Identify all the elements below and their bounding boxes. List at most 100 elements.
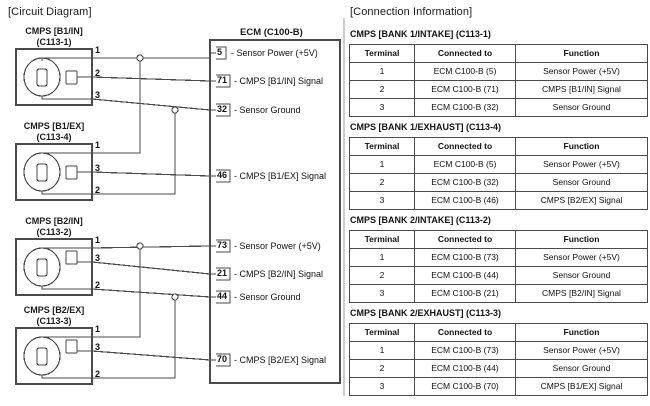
cell-terminal: 2	[349, 359, 415, 378]
cell-function: Sensor Power (+5V)	[515, 341, 648, 360]
table-row: 1 ECM C100-B (73) Sensor Power (+5V)	[349, 248, 648, 267]
table-row: 3 ECM C100-B (70) CMPS [B1/EX] Signal	[349, 377, 648, 396]
cell-terminal: 3	[349, 98, 415, 117]
cell-connectedto: ECM C100-B (5)	[414, 155, 516, 174]
pin-number-b1ex-3: 3	[95, 163, 101, 173]
pin-number-b1ex-2: 2	[95, 185, 101, 195]
column-header-terminal: Terminal	[349, 137, 415, 156]
column-header-connectedto: Connected to	[414, 137, 516, 156]
cell-function: CMPS [B2/EX] Signal	[515, 191, 648, 210]
cell-terminal: 1	[349, 62, 415, 81]
circuit-diagram-title: [Circuit Diagram]	[8, 6, 92, 18]
cell-connectedto: ECM C100-B (44)	[414, 359, 516, 378]
column-header-connectedto: Connected to	[414, 44, 516, 63]
table-row: 3 ECM C100-B (46) CMPS [B2/EX] Signal	[349, 191, 648, 210]
ecm-pin-number-70: 70	[217, 354, 228, 364]
connector-code-b1in: (C113-1)	[36, 37, 72, 47]
table-title-bank2-intake: CMPS [BANK 2/INTAKE] (C113-2)	[350, 215, 491, 225]
connector-symbol-b2ex	[23, 336, 78, 376]
connector-code-b2in: (C113-2)	[36, 227, 72, 237]
cell-connectedto: ECM C100-B (73)	[414, 341, 516, 360]
cell-function: Sensor Power (+5V)	[515, 155, 648, 174]
table-row: 2 ECM C100-B (44) Sensor Ground	[349, 359, 648, 378]
cell-terminal: 2	[349, 80, 415, 99]
cell-connectedto: ECM C100-B (70)	[414, 377, 516, 396]
table-row: 2 ECM C100-B (44) Sensor Ground	[349, 266, 648, 285]
cell-function: Sensor Power (+5V)	[515, 62, 648, 81]
connector-symbol-b1ex	[23, 152, 78, 192]
table-header-row: Terminal Connected to Function	[349, 323, 648, 342]
table-row: 2 ECM C100-B (71) CMPS [B1/IN] Signal	[349, 80, 648, 99]
cell-terminal: 3	[349, 377, 415, 396]
table-title-bank1-intake: CMPS [BANK 1/INTAKE] (C113-1)	[350, 29, 491, 39]
table-row: 1 ECM C100-B (5) Sensor Power (+5V)	[349, 155, 648, 174]
connection-information-title: [Connection Information]	[350, 6, 473, 18]
table-header-row: Terminal Connected to Function	[349, 230, 648, 249]
connector-name-b2ex: CMPS [B2/EX]	[23, 305, 85, 315]
column-header-connectedto: Connected to	[414, 230, 516, 249]
connector-label-b2in: CMPS [B2/IN] (C113-2)	[4, 216, 104, 238]
pin-number-b2ex-3: 3	[95, 342, 101, 352]
cell-terminal: 1	[349, 248, 415, 267]
trunk-power-lower	[92, 246, 141, 338]
pin-number-b1ex-1: 1	[95, 140, 101, 150]
connector-box-b2ex	[15, 327, 93, 385]
table-header-row: Terminal Connected to Function	[349, 137, 648, 156]
trunk-ground-upper	[92, 110, 176, 195]
connector-name-b1ex: CMPS [B1/EX]	[23, 121, 85, 131]
connection-table-bank2-intake: Terminal Connected to Function 1 ECM C10…	[349, 230, 648, 303]
pin-number-b1in-1: 1	[95, 45, 101, 55]
table-row: 3 ECM C100-B (32) Sensor Ground	[349, 98, 648, 117]
ecm-pin-label-21: - CMPS [B2/IN] Signal	[234, 269, 324, 279]
connection-table-bank1-exhaust: Terminal Connected to Function 1 ECM C10…	[349, 137, 648, 210]
wire-b1in-2-to-ecm71	[91, 76, 211, 82]
table-row: 2 ECM C100-B (32) Sensor Ground	[349, 173, 648, 192]
table-row: 1 ECM C100-B (73) Sensor Power (+5V)	[349, 341, 648, 360]
cell-connectedto: ECM C100-B (73)	[414, 248, 516, 267]
cell-connectedto: ECM C100-B (71)	[414, 80, 516, 99]
connector-symbol-b1in	[23, 57, 78, 97]
ecm-pin-number-46: 46	[217, 170, 228, 180]
lead-b1ex-2	[41, 191, 92, 195]
cell-function: Sensor Power (+5V)	[515, 248, 648, 267]
cell-function: CMPS [B2/IN] Signal	[515, 284, 648, 303]
junction-power-lower	[136, 242, 144, 250]
ecm-pin-number-21: 21	[217, 268, 228, 278]
column-header-connectedto: Connected to	[414, 323, 516, 342]
wire-b1ex-3-to-ecm46	[91, 171, 211, 177]
pin-number-b2in-2: 2	[95, 280, 101, 290]
pin-number-b2ex-2: 2	[95, 369, 101, 379]
pin-number-b2in-3: 3	[95, 253, 101, 263]
column-header-function: Function	[515, 323, 648, 342]
cell-terminal: 2	[349, 173, 415, 192]
wire-b1in-3-to-ecm32	[91, 98, 211, 111]
ecm-pin-number-73: 73	[217, 240, 228, 250]
ecm-pin-brackets	[210, 46, 231, 367]
cell-function: Sensor Ground	[515, 98, 648, 117]
ecm-pin-number-71: 71	[217, 75, 228, 85]
cell-terminal: 2	[349, 266, 415, 285]
column-header-function: Function	[515, 137, 648, 156]
cell-connectedto: ECM C100-B (21)	[414, 284, 516, 303]
wire-b2in-3-to-ecm21	[91, 261, 211, 275]
cell-terminal: 3	[349, 284, 415, 303]
connection-table-bank2-exhaust: Terminal Connected to Function 1 ECM C10…	[349, 323, 648, 396]
wire-b2ex-3-to-ecm70	[91, 350, 211, 361]
junction-power-upper	[136, 54, 144, 62]
table-title-bank2-exhaust: CMPS [BANK 2/EXHAUST] (C113-3)	[350, 308, 502, 318]
column-header-terminal: Terminal	[349, 44, 415, 63]
column-header-function: Function	[515, 44, 648, 63]
ecm-pin-number-44: 44	[217, 291, 228, 301]
trunk-ground-lower	[92, 297, 176, 379]
cell-connectedto: ECM C100-B (32)	[414, 173, 516, 192]
ecm-pin-label-5: - Sensor Power (+5V)	[231, 48, 318, 58]
ecm-pin-label-71: - CMPS [B1/IN] Signal	[234, 76, 324, 86]
cell-connectedto: ECM C100-B (46)	[414, 191, 516, 210]
ecm-pin-label-44: - Sensor Ground	[234, 292, 301, 302]
connector-name-b2in: CMPS [B2/IN]	[25, 216, 83, 226]
ecm-box	[209, 39, 341, 384]
ecm-pin-number-5: 5	[217, 47, 223, 57]
pin-number-b2in-1: 1	[95, 235, 101, 245]
